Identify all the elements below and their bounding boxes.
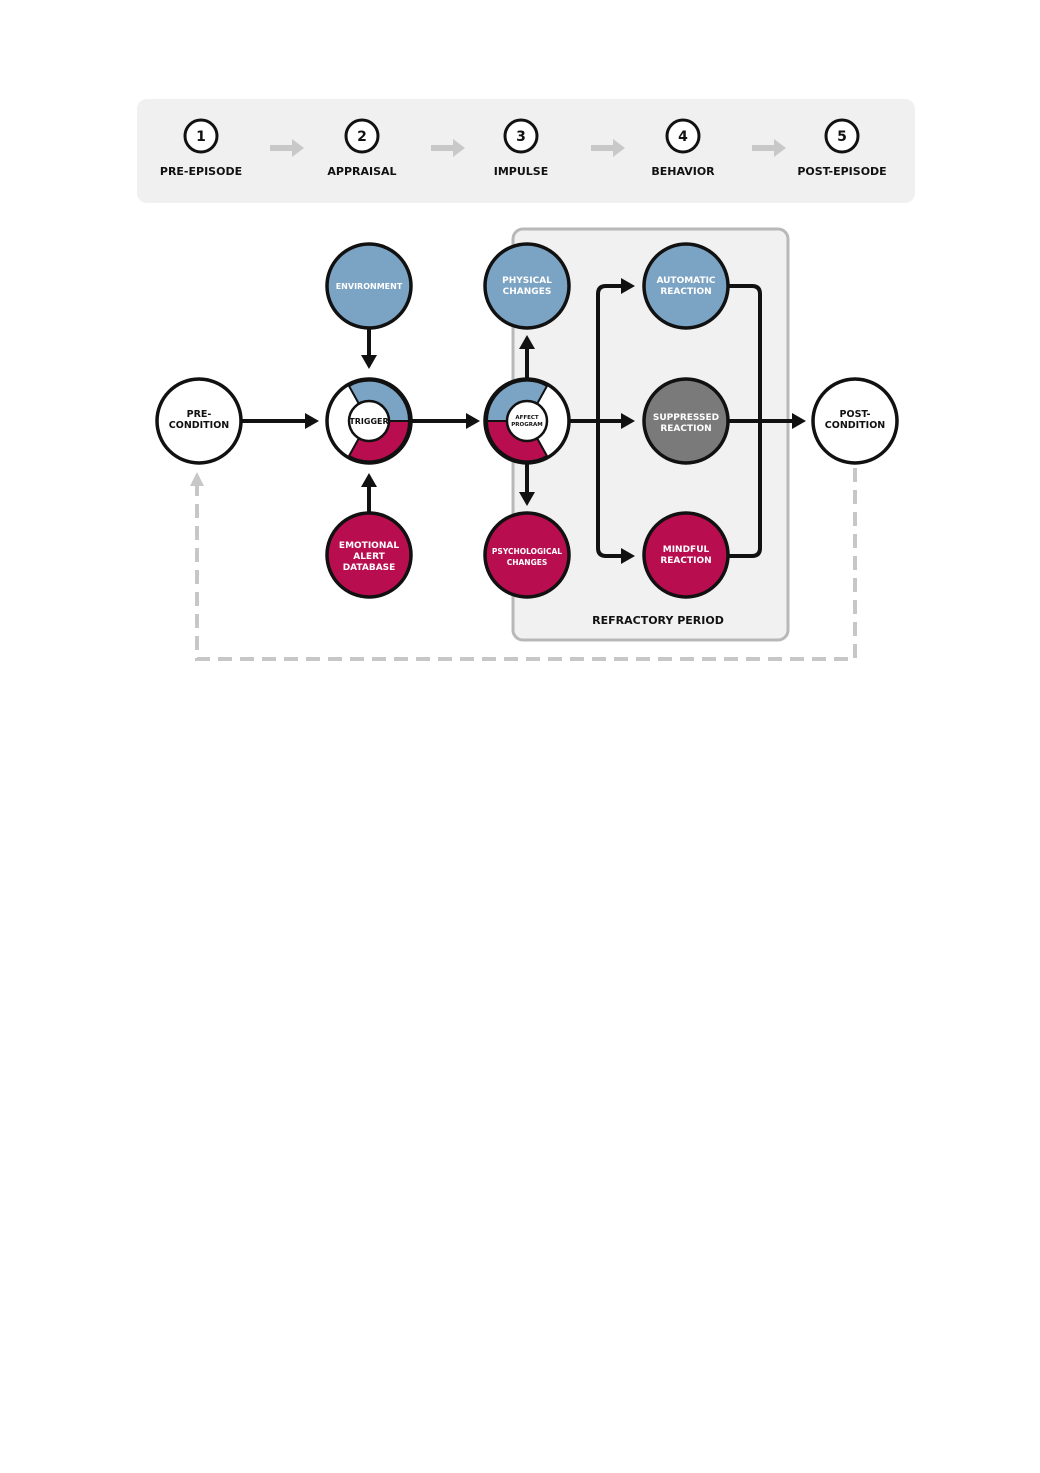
arrowhead-icon bbox=[305, 413, 319, 429]
trigger-core bbox=[347, 399, 391, 443]
stage-arrow-icon bbox=[752, 139, 786, 157]
node-label-line: ALERT bbox=[353, 552, 385, 562]
stage-number-circle bbox=[503, 118, 539, 154]
stage-arrow-icon bbox=[431, 139, 465, 157]
node-label-line: POST- bbox=[840, 409, 871, 420]
connectors bbox=[242, 284, 796, 558]
arrowhead-icon bbox=[621, 413, 635, 429]
stage-5: 5 POST-EPISODE bbox=[797, 118, 887, 178]
stage-2: 2 APPRAISAL bbox=[327, 118, 397, 178]
node-label-line: MINDFUL bbox=[663, 545, 710, 555]
refractory-period-label: REFRACTORY PERIOD bbox=[592, 614, 724, 627]
node-circle bbox=[642, 511, 730, 599]
arrowheads bbox=[305, 278, 806, 564]
node-circle bbox=[325, 242, 413, 330]
node-label-line: PROGRAM bbox=[511, 422, 542, 428]
trigger-node: TRIGGER bbox=[325, 377, 413, 465]
node-label-line: AFFECT bbox=[515, 415, 539, 421]
precondition-node: PRE- CONDITION bbox=[155, 377, 243, 465]
stage-number-circle bbox=[665, 118, 701, 154]
node-circle bbox=[155, 377, 243, 465]
arrowhead-icon bbox=[519, 492, 535, 506]
stage-label: PRE-EPISODE bbox=[160, 165, 242, 178]
node-label-line: ENVIRONMENT bbox=[336, 282, 403, 291]
node-label-line: SUPPRESSED bbox=[653, 413, 719, 423]
node-circle bbox=[483, 511, 571, 599]
node-circle bbox=[642, 377, 730, 465]
affect-core bbox=[505, 399, 549, 443]
stage-number-circle bbox=[344, 118, 380, 154]
node-label-line: CHANGES bbox=[507, 558, 548, 567]
arrowhead-icon bbox=[621, 548, 635, 564]
stage-number-circle bbox=[183, 118, 219, 154]
stage-number: 3 bbox=[516, 129, 526, 145]
node-circle bbox=[325, 511, 413, 599]
node-label-line: DATABASE bbox=[343, 563, 396, 573]
stage-number: 4 bbox=[678, 129, 688, 145]
arrowhead-icon bbox=[621, 278, 635, 294]
stage-number: 2 bbox=[357, 129, 367, 145]
arrowhead-icon bbox=[519, 335, 535, 349]
node-label-line: REACTION bbox=[660, 556, 711, 566]
stage-arrow-icon bbox=[270, 139, 304, 157]
emotional-alert-database-node: EMOTIONAL ALERT DATABASE bbox=[325, 511, 413, 599]
node-label-line: PRE- bbox=[187, 409, 212, 420]
arrowhead-icon bbox=[466, 413, 480, 429]
arrowhead-icon bbox=[792, 413, 806, 429]
stage-arrows bbox=[270, 139, 786, 157]
node-label-line: CONDITION bbox=[169, 420, 230, 431]
node-label-line: AUTOMATIC bbox=[656, 276, 715, 286]
stage-3: 3 IMPULSE bbox=[494, 118, 548, 178]
stage-label: IMPULSE bbox=[494, 165, 548, 178]
arrowhead-icon bbox=[361, 355, 377, 369]
feedback-arrowhead-icon bbox=[190, 472, 204, 486]
node-circle bbox=[811, 377, 899, 465]
node-label-line: EMOTIONAL bbox=[339, 541, 399, 551]
stage-1: 1 PRE-EPISODE bbox=[160, 118, 242, 178]
stage-4: 4 BEHAVIOR bbox=[651, 118, 715, 178]
arrowhead-icon bbox=[361, 473, 377, 487]
postcondition-node: POST- CONDITION bbox=[811, 377, 899, 465]
node-label-line: TRIGGER bbox=[349, 417, 388, 426]
node-label-line: CONDITION bbox=[825, 420, 886, 431]
node-circle bbox=[642, 242, 730, 330]
stage-number: 1 bbox=[196, 129, 206, 145]
stage-label: POST-EPISODE bbox=[797, 165, 886, 178]
node-label-line: REACTION bbox=[660, 424, 711, 434]
affect-to-automatic-mindful bbox=[596, 284, 628, 558]
node-label-line: CHANGES bbox=[503, 287, 552, 297]
node-label-line: PSYCHOLOGICAL bbox=[492, 547, 562, 556]
stage-arrow-icon bbox=[591, 139, 625, 157]
mindful-reaction-node: MINDFUL REACTION bbox=[642, 511, 730, 599]
node-circle bbox=[483, 242, 571, 330]
stage-number: 5 bbox=[837, 129, 847, 145]
feedback-loop-dashed bbox=[195, 468, 857, 661]
stage-number-circle bbox=[824, 118, 860, 154]
stage-label: APPRAISAL bbox=[327, 165, 396, 178]
environment-node: ENVIRONMENT bbox=[325, 242, 413, 330]
node-label-line: PHYSICAL bbox=[502, 276, 552, 286]
psychological-changes-node: PSYCHOLOGICAL CHANGES bbox=[483, 511, 571, 599]
node-label-line: REACTION bbox=[660, 287, 711, 297]
suppressed-reaction-node: SUPPRESSED REACTION bbox=[642, 377, 730, 465]
automatic-reaction-node: AUTOMATIC REACTION bbox=[642, 242, 730, 330]
stage-label: BEHAVIOR bbox=[651, 165, 715, 178]
affect-program-node: AFFECT PROGRAM bbox=[483, 377, 571, 465]
physical-changes-node: PHYSICAL CHANGES bbox=[483, 242, 571, 330]
